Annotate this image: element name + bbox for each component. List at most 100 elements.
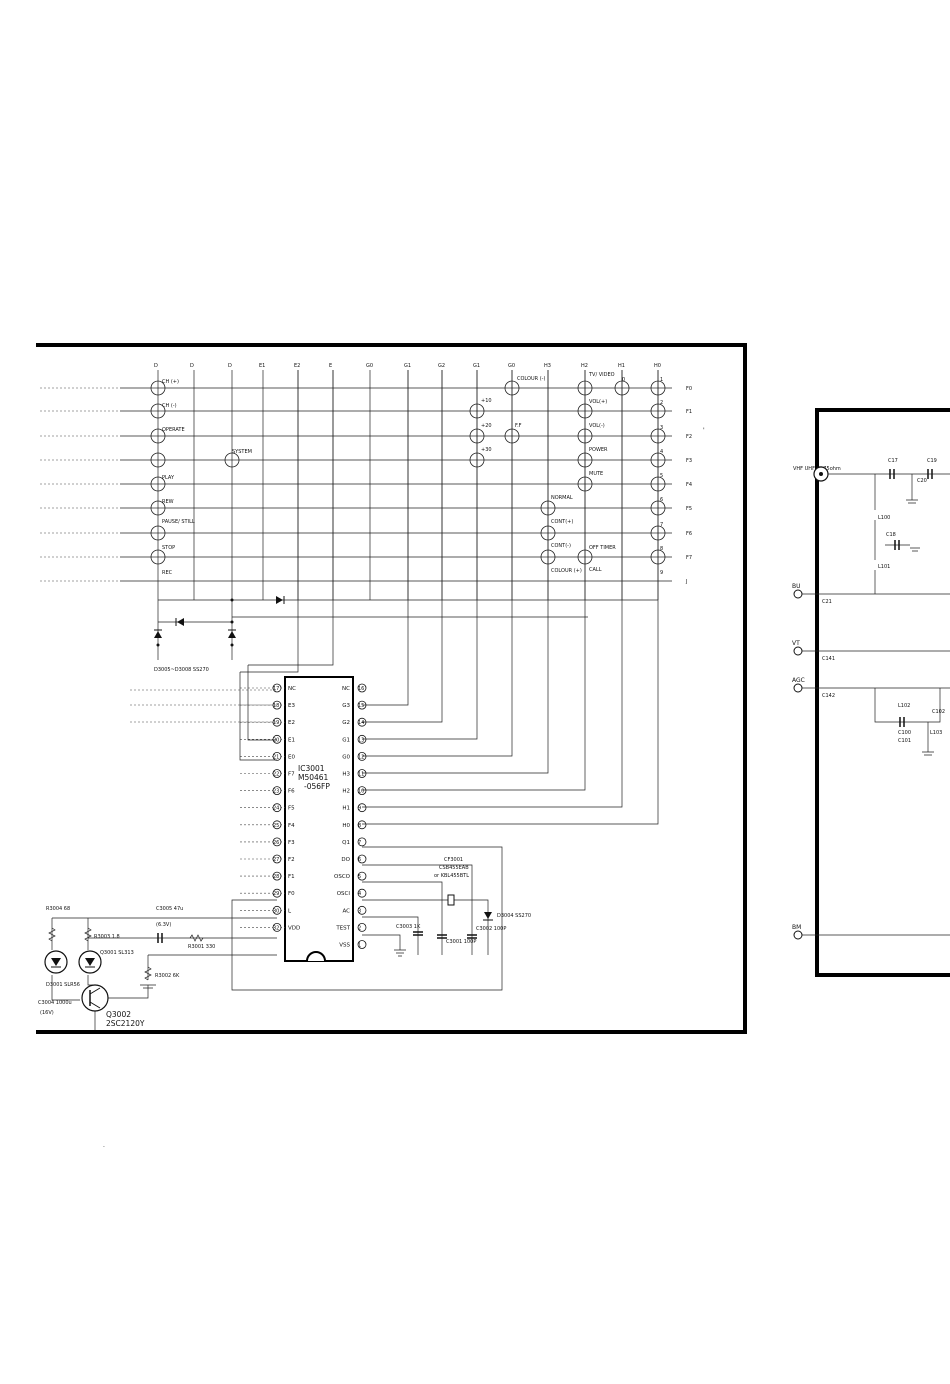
ir-driver: R3004 68 R3003 1.8 C3005 47u (6.3V) R300… <box>38 906 277 1030</box>
matrix-row-label: J <box>685 579 687 585</box>
ic-pin-left: 21 E0 <box>240 752 295 761</box>
ic-pin-number: 25 <box>273 823 279 829</box>
r3002-label: R3002 6K <box>155 973 180 979</box>
vt-label: VT <box>792 640 800 647</box>
matrix-row-number: 5 <box>660 473 663 479</box>
ic-pin-number: 2 <box>358 925 361 931</box>
key-rec: REC <box>162 570 173 576</box>
key-ch-down: CH (-) <box>162 403 177 409</box>
resistor-r3004 <box>48 927 56 942</box>
ic-pin-right: 8H0 <box>342 820 367 830</box>
diode-symbol <box>276 596 283 604</box>
panel-border <box>36 343 747 1034</box>
ic-pin-number: 6 <box>358 857 361 863</box>
key-colour-plus: COLOUR (+) <box>551 568 582 574</box>
matrix-row-number: 7 <box>660 522 663 528</box>
ic-pin-name: G3 <box>342 703 350 709</box>
ic-pin-name: VSS <box>339 943 350 949</box>
matrix-row-label: F6 <box>686 531 692 537</box>
ic-pin-right: 1 VSS <box>339 940 367 949</box>
ic-pin-name: E1 <box>288 737 295 743</box>
ic-pin-number: 14 <box>358 720 364 726</box>
cap-c142: C142 <box>822 693 835 699</box>
matrix-column-label: E2 <box>294 363 300 369</box>
coil-l100: L100 <box>878 515 890 521</box>
key-switch <box>150 380 166 396</box>
transistor-q3002 <box>81 984 109 1012</box>
c3004-voltage: (16V) <box>40 1010 54 1016</box>
matrix-column-label: H1 <box>618 363 625 369</box>
matrix-row-label: F1 <box>686 409 692 415</box>
ic-pin-name: E3 <box>288 703 295 709</box>
key-stop: STOP <box>162 545 175 551</box>
diode-symbol <box>228 631 236 638</box>
key-switch <box>150 476 166 492</box>
ic-pin-name: E2 <box>288 720 295 726</box>
ic-pin-name: G0 <box>342 754 350 760</box>
r3003-label: R3003 1.8 <box>94 934 120 940</box>
ic-pin-name: NC <box>288 686 296 692</box>
key-play: PLAY <box>162 475 175 481</box>
key-plus10: +10 <box>481 398 492 404</box>
diode-symbol <box>177 618 184 626</box>
matrix-row-label: F4 <box>686 482 692 488</box>
ic-suffix: -056FP <box>304 782 330 791</box>
ic-pin-name: F0 <box>288 891 295 897</box>
cf3001-alt: or KBL455BTL <box>434 873 469 879</box>
c3005-label: C3005 47u <box>156 906 183 912</box>
ic-part: M50461 <box>298 773 329 782</box>
ic-pin-name: E0 <box>288 754 295 760</box>
led-d3001 <box>44 950 68 974</box>
matrix-column-label: E <box>329 363 332 369</box>
ic-pin-number: 10 <box>358 789 364 795</box>
cf3001-part: CSB455EAB <box>439 865 469 871</box>
cap-c141: C141 <box>822 656 835 662</box>
ic-pin-name: G1 <box>342 737 350 743</box>
diode-label: D3005~D3008 SS270 <box>154 667 209 673</box>
matrix-row-label: F0 <box>686 386 692 392</box>
coil-l102: L102 <box>898 703 910 709</box>
ic-pin-right: 7Q1 <box>342 837 367 847</box>
cap-c100: C100 <box>898 730 911 736</box>
ic-pin-number: 21 <box>273 754 279 760</box>
ic-pin-right: 6DO <box>341 854 367 864</box>
capacitor-c3002 <box>467 934 477 939</box>
ic-pin-name: TEST <box>335 925 350 931</box>
ic-pin-name: Q1 <box>342 840 350 846</box>
scan-mark: ' <box>703 427 705 434</box>
ic-pin-name: NC <box>342 686 350 692</box>
ic-pin-number: 24 <box>273 806 279 812</box>
ic-pin-name: H1 <box>342 806 350 812</box>
matrix-column-label: G0 <box>508 363 515 369</box>
key-off-timer: OFF TIMER <box>589 545 616 551</box>
key-switch <box>150 428 166 444</box>
matrix-row-number: 4 <box>660 449 663 455</box>
key-rew: REW <box>162 499 174 505</box>
ground-symbol <box>922 751 934 756</box>
led-q3001 <box>78 950 102 974</box>
ic-pin-name: F2 <box>288 857 295 863</box>
ic-pin-number: 1 <box>358 943 361 949</box>
cap-c102: C102 <box>932 709 945 715</box>
diode-d3004 <box>484 912 492 919</box>
cap-c20: C20 <box>917 478 927 484</box>
matrix-row-number: 9 <box>660 570 663 576</box>
d3001-label: D3001 SLR56 <box>46 982 80 988</box>
coil-l101: L101 <box>878 564 890 570</box>
key-switch <box>150 549 166 565</box>
matrix-column-label: H3 <box>544 363 551 369</box>
ic-pin-name: F6 <box>288 789 295 795</box>
ic-pin-number: 9 <box>358 806 361 812</box>
